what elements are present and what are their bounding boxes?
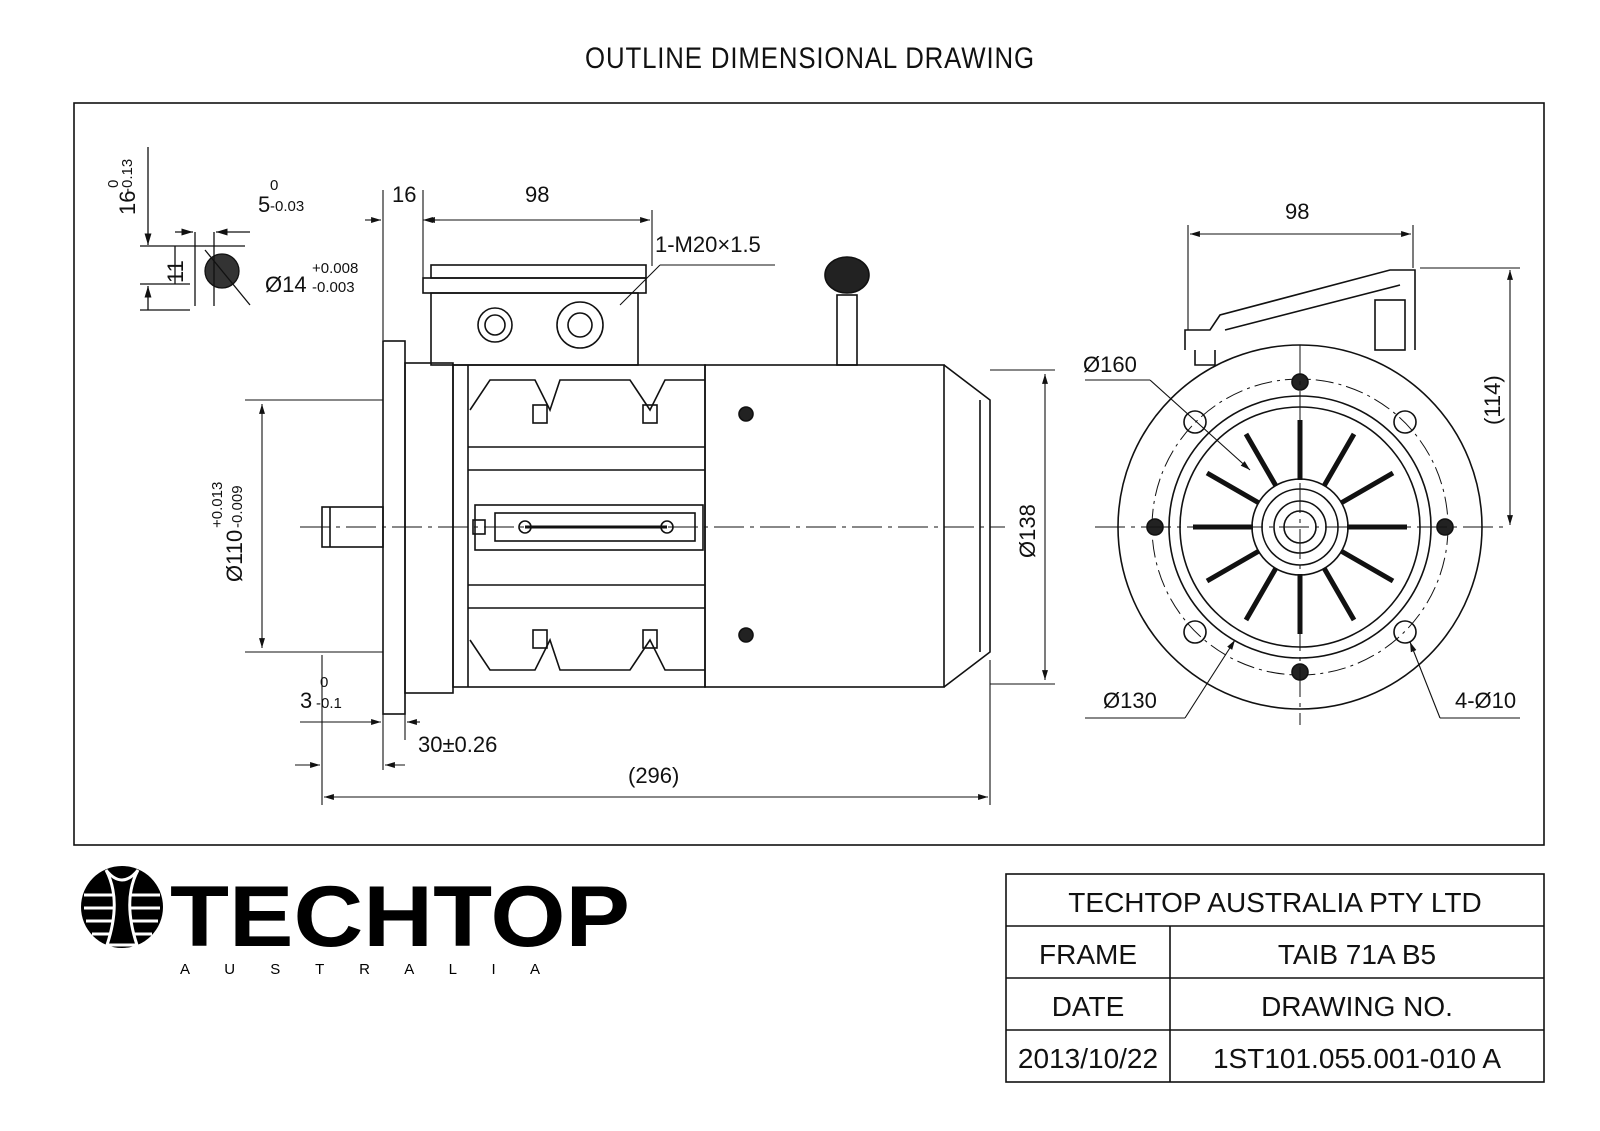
overall-length-label: (296) [628, 763, 679, 788]
frame-value: TAIB 71A B5 [1278, 939, 1436, 970]
key-depth-upper-tol: 0 [105, 180, 122, 188]
drawing-no-value: 1ST101.055.001-010 A [1213, 1043, 1501, 1074]
key-depth-label: 16 [115, 191, 140, 215]
date-value: 2013/10/22 [1018, 1043, 1158, 1074]
side-dimension-labels: 16 98 1-M20×1.5 Ø110 +0.013 -0.009 Ø138 … [209, 182, 1040, 788]
shaft-dia-lower-tol: -0.003 [312, 279, 355, 296]
holes-label: 4-Ø10 [1455, 688, 1516, 713]
end-dimension-lines [1085, 225, 1520, 719]
key-depth-lower-tol: -0.13 [119, 159, 136, 193]
body-dia-label: Ø138 [1015, 504, 1040, 558]
flange-dia-label: Ø160 [1083, 352, 1137, 377]
date-label: DATE [1052, 991, 1125, 1022]
key-width-upper-tol: 0 [270, 177, 278, 194]
end-centerlines [1095, 345, 1505, 725]
motor-side-view [321, 256, 991, 715]
techtop-logo: TECHTOP A U S T R A L I A [81, 866, 630, 978]
key-height-label: 11 [163, 260, 188, 283]
pcd-label: Ø130 [1103, 688, 1157, 713]
end-box-width-label: 98 [1285, 199, 1309, 224]
spigot-lower-tol: -0.009 [229, 485, 246, 528]
shaft-dia-upper-tol: +0.008 [312, 260, 358, 277]
flange-to-box-label: 16 [392, 182, 416, 207]
flange-thickness-lower-tol: -0.1 [316, 695, 342, 712]
shaft-dia-label: Ø14 [265, 272, 307, 297]
drawing-title: OUTLINE DIMENSIONAL DRAWING [585, 42, 1035, 75]
spigot-upper-tol: +0.013 [209, 482, 226, 528]
company-name: TECHTOP AUSTRALIA PTY LTD [1068, 887, 1481, 918]
title-block-text: TECHTOP AUSTRALIA PTY LTD FRAME TAIB 71A… [1018, 887, 1501, 1074]
flange-thickness-label: 3 [300, 688, 312, 713]
spigot-dia-label: Ø110 [222, 530, 247, 582]
frame-label: FRAME [1039, 939, 1137, 970]
side-dimension-lines [245, 190, 1055, 805]
shaft-length-label: 30±0.26 [418, 732, 497, 757]
flange-thickness-upper-tol: 0 [320, 674, 328, 691]
logo-brand: TECHTOP [170, 869, 630, 965]
key-width-label: 5 [258, 192, 270, 217]
logo-sub: A U S T R A L I A [180, 961, 540, 978]
drawing-no-label: DRAWING NO. [1261, 991, 1453, 1022]
shaft-key-section [140, 147, 251, 311]
key-width-lower-tol: -0.03 [270, 198, 304, 215]
cable-entry-label: 1-M20×1.5 [655, 232, 761, 257]
title-block [1005, 873, 1545, 1083]
end-box-height-label: (114) [1480, 375, 1505, 425]
shaft-key-labels: 16 0 -0.13 5 0 -0.03 11 Ø14 +0.008 -0.00… [105, 159, 358, 297]
drawing-frame [73, 102, 1545, 846]
box-length-label: 98 [525, 182, 549, 207]
end-dimension-labels: 98 (114) Ø160 Ø130 4-Ø10 [1083, 199, 1516, 713]
